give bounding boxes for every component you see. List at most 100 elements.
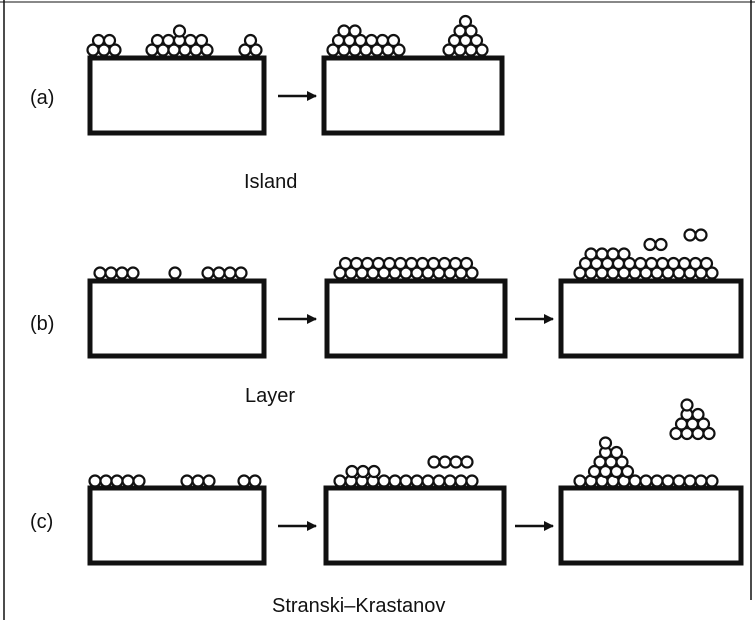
atoms-c2 xyxy=(333,455,479,488)
atom xyxy=(200,43,214,57)
atom xyxy=(705,266,719,280)
atom xyxy=(661,474,675,488)
atom xyxy=(458,14,473,29)
atom xyxy=(377,474,391,488)
atom xyxy=(683,474,697,488)
substrate-c1 xyxy=(87,485,267,566)
atoms-b3 xyxy=(573,228,719,280)
substrate-b2 xyxy=(324,278,508,359)
atom xyxy=(598,436,613,450)
atom xyxy=(620,464,635,479)
atom xyxy=(249,43,263,57)
atom xyxy=(364,33,379,48)
atom xyxy=(705,474,719,488)
atom xyxy=(650,474,664,488)
atom xyxy=(356,464,370,479)
panel-b-caption: Layer xyxy=(245,385,295,407)
atom xyxy=(180,474,194,488)
substrate-b1 xyxy=(87,278,267,359)
atom xyxy=(392,43,406,57)
atom xyxy=(465,474,479,488)
substrate-c2 xyxy=(323,485,507,566)
atom xyxy=(121,474,135,488)
atom xyxy=(460,455,474,469)
atoms-c1 xyxy=(88,474,262,488)
atom xyxy=(248,474,262,488)
atoms-c3 xyxy=(573,398,719,488)
atom xyxy=(609,445,624,460)
atom xyxy=(126,266,140,280)
panel-a: (a) Island xyxy=(30,14,505,193)
atom xyxy=(633,256,648,271)
atom xyxy=(102,33,117,48)
substrate-a1 xyxy=(87,55,267,136)
atom xyxy=(172,24,187,38)
atom xyxy=(459,256,474,271)
atom xyxy=(201,266,215,280)
atom xyxy=(655,256,670,271)
atom xyxy=(202,474,216,488)
atom xyxy=(337,24,351,38)
atom xyxy=(168,266,182,280)
atom xyxy=(234,266,248,280)
atom xyxy=(699,256,714,271)
atom xyxy=(348,24,362,38)
atom xyxy=(421,474,435,488)
atom xyxy=(191,474,205,488)
atom xyxy=(437,256,452,271)
panel-a-label: (a) xyxy=(30,87,54,109)
atom xyxy=(694,474,708,488)
atom xyxy=(223,266,237,280)
panel-c: (c) Stranski–Krastanov xyxy=(30,398,744,617)
atom xyxy=(449,455,463,469)
atom xyxy=(438,455,452,469)
atom xyxy=(386,33,401,48)
atom xyxy=(666,256,681,271)
atom xyxy=(573,474,587,488)
atom xyxy=(237,474,251,488)
atom xyxy=(349,256,364,271)
atom xyxy=(399,474,413,488)
atom xyxy=(469,33,484,48)
atom xyxy=(110,474,124,488)
atom xyxy=(475,43,489,57)
atom xyxy=(212,266,226,280)
atom xyxy=(388,474,402,488)
atom xyxy=(683,228,697,242)
atom xyxy=(677,256,692,271)
atom xyxy=(194,33,209,48)
panel-a-caption: Island xyxy=(244,171,297,193)
atom xyxy=(99,474,113,488)
atom xyxy=(404,256,419,271)
atom xyxy=(617,247,631,261)
panel-c-caption: Stranski–Krastanov xyxy=(272,595,445,617)
atom xyxy=(108,43,122,57)
atom xyxy=(333,474,347,488)
atom xyxy=(393,256,408,271)
atom xyxy=(88,474,102,488)
atoms-b1 xyxy=(93,266,248,280)
atom xyxy=(639,474,653,488)
atom xyxy=(115,266,129,280)
atom xyxy=(694,228,708,242)
atom xyxy=(584,247,598,261)
atom xyxy=(426,256,441,271)
atom xyxy=(628,474,642,488)
atom xyxy=(654,237,668,252)
atom xyxy=(644,256,659,271)
atom xyxy=(360,256,375,271)
atom xyxy=(443,474,457,488)
atom xyxy=(672,474,686,488)
atom xyxy=(415,256,430,271)
atom xyxy=(464,24,478,38)
atom xyxy=(696,417,711,431)
atom xyxy=(345,464,359,479)
atom xyxy=(150,33,165,48)
atom xyxy=(243,33,258,48)
atom xyxy=(691,407,705,422)
atom xyxy=(643,237,657,252)
atom xyxy=(432,474,446,488)
panel-c-label: (c) xyxy=(30,511,53,533)
atom xyxy=(615,455,629,469)
